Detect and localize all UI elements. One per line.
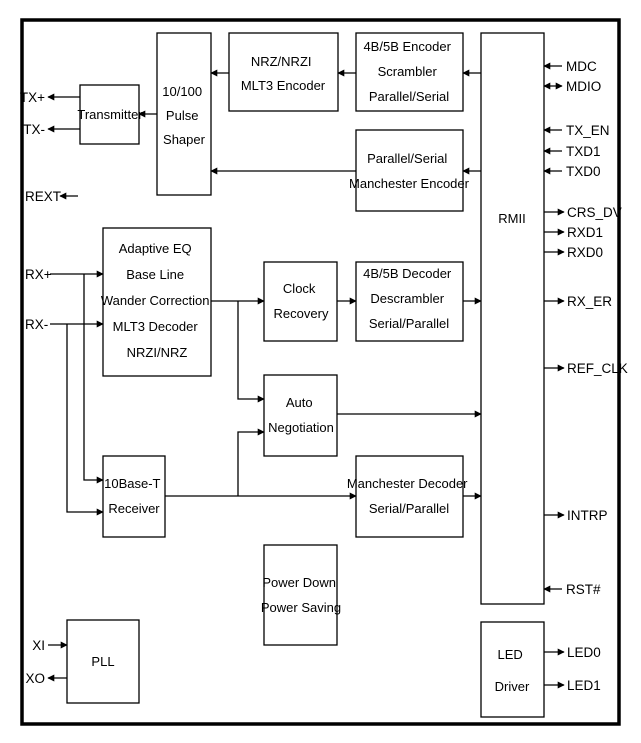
adaptive-eq-block: Adaptive EQ Base Line Wander Correction … (101, 227, 213, 377)
manchester-decoder-line-1: Manchester Decoder (347, 476, 468, 491)
adaptive-eq-line-2: Base Line (126, 267, 184, 282)
wire-eq-to-auto-negotiation (237, 301, 265, 403)
pin-tx-en: TX_EN (566, 123, 610, 138)
pin-intrp: INTRP (567, 508, 608, 523)
svg-text:4B/5B Decoder Descramble: 4B/5B Decoder Descrambler Serial/Paralle… (363, 266, 455, 331)
pll-block: PLL (66, 619, 140, 704)
svg-text:RMII: RMII (498, 211, 525, 226)
decoder-4b5b-line-3: Serial/Parallel (369, 316, 449, 331)
svg-text:PLL: PLL (91, 654, 114, 669)
svg-text:4B/5B Encoder Scrambler: 4B/5B Encoder Scrambler Parallel/Serial (363, 39, 454, 104)
auto-negotiation-block: Auto Negotiation (263, 374, 338, 457)
encoder-4b5b-block: 4B/5B Encoder Scrambler Parallel/Serial (355, 32, 464, 112)
pulse-shaper-block: 10/100 Pulse Shaper (156, 32, 212, 196)
receiver-10baset-line-1: 10Base-T (104, 476, 160, 491)
receiver-10baset-block: 10Base-T Receiver (102, 455, 166, 538)
transmitter-label: Transmitter (77, 107, 143, 122)
nrz-encoder-line-1: NRZ/NRZI (251, 54, 312, 69)
clock-recovery-line-1: Clock (283, 281, 316, 296)
svg-text:Transmitter: Transmitter (77, 107, 143, 122)
pin-ref-clk: REF_CLK (567, 361, 628, 376)
power-down-line-1: Power Down (262, 575, 336, 590)
rmii-block: RMII (480, 32, 545, 605)
svg-text:Clock Recovery: Clock Recovery (274, 281, 329, 321)
svg-text:NRZ/NRZI MLT3 Encoder: NRZ/NRZI MLT3 Encoder (241, 54, 326, 93)
pin-tx-minus: TX- (23, 122, 45, 137)
encoder-4b5b-line-3: Parallel/Serial (369, 89, 449, 104)
svg-text:Manchester Decoder Seria: Manchester Decoder Serial/Parallel (347, 476, 471, 516)
manchester-decoder-line-2: Serial/Parallel (369, 501, 449, 516)
svg-text:Power Down Power Saving: Power Down Power Saving (261, 575, 341, 615)
manchester-encoder-block: Parallel/Serial Manchester Encoder (349, 129, 470, 212)
pin-rx-plus: RX+ (25, 267, 52, 282)
pin-crs-dv: CRS_DV (567, 205, 622, 220)
receiver-10baset-line-2: Receiver (108, 501, 160, 516)
encoder-4b5b-line-2: Scrambler (378, 64, 438, 79)
svg-text:Auto Negotiation: Auto Negotiation (268, 395, 334, 435)
pulse-shaper-line-1: 10/100 (162, 84, 202, 99)
led-driver-line-1: LED (498, 647, 523, 662)
pin-txd1: TXD1 (566, 144, 601, 159)
pin-rx-er: RX_ER (567, 294, 612, 309)
pin-rext: REXT (25, 189, 61, 204)
pin-mdio: MDIO (566, 79, 601, 94)
adaptive-eq-line-5: NRZI/NRZ (127, 345, 188, 360)
adaptive-eq-line-3: Wander Correction (101, 293, 210, 308)
manchester-encoder-line-1: Parallel/Serial (367, 151, 447, 166)
pulse-shaper-line-3: Shaper (163, 132, 206, 147)
decoder-4b5b-block: 4B/5B Decoder Descrambler Serial/Paralle… (355, 261, 464, 342)
pin-xi: XI (32, 638, 45, 653)
power-down-line-2: Power Saving (261, 600, 341, 615)
pin-rx-minus: RX- (25, 317, 48, 332)
power-down-block: Power Down Power Saving (261, 544, 341, 646)
led-driver-block: LED Driver (480, 621, 545, 718)
pin-rst: RST# (566, 582, 601, 597)
pulse-shaper-line-2: Pulse (166, 108, 199, 123)
auto-negotiation-line-2: Negotiation (268, 420, 334, 435)
svg-text:Parallel/Serial Manchest: Parallel/Serial Manchester Encoder (349, 151, 470, 191)
wire-rx-minus-to-10baset (66, 324, 104, 516)
nrz-encoder-line-2: MLT3 Encoder (241, 78, 326, 93)
decoder-4b5b-line-2: Descrambler (370, 291, 444, 306)
pll-label: PLL (91, 654, 114, 669)
wire-rx-plus-to-10baset (83, 274, 104, 484)
pin-led0: LED0 (567, 645, 601, 660)
pin-tx-plus: TX+ (20, 90, 45, 105)
rmii-label: RMII (498, 211, 525, 226)
pin-txd0: TXD0 (566, 164, 601, 179)
outer-frame (20, 18, 621, 726)
svg-text:LED Driver: LED Driver (495, 647, 530, 694)
svg-text:Adaptive EQ Base Line: Adaptive EQ Base Line Wander Correction … (101, 241, 213, 360)
wire-10baset-to-auto-negotiation (237, 428, 265, 496)
auto-negotiation-line-1: Auto (286, 395, 313, 410)
pin-rxd1: RXD1 (567, 225, 603, 240)
clock-recovery-block: Clock Recovery (263, 261, 338, 342)
nrz-encoder-block: NRZ/NRZI MLT3 Encoder (228, 32, 339, 112)
pin-xo: XO (25, 671, 45, 686)
encoder-4b5b-line-1: 4B/5B Encoder (363, 39, 451, 54)
manchester-encoder-line-2: Manchester Encoder (349, 176, 470, 191)
decoder-4b5b-line-1: 4B/5B Decoder (363, 266, 452, 281)
clock-recovery-line-2: Recovery (274, 306, 329, 321)
svg-text:10/100 Pulse Shape: 10/100 Pulse Shaper (162, 84, 205, 147)
signal-wires (47, 62, 565, 689)
pin-led1: LED1 (567, 678, 601, 693)
adaptive-eq-line-1: Adaptive EQ (119, 241, 192, 256)
pin-mdc: MDC (566, 59, 597, 74)
pin-rxd0: RXD0 (567, 245, 603, 260)
led-driver-line-2: Driver (495, 679, 530, 694)
pin-labels: TX+ TX- REXT RX+ RX- XI XO MDC MDIO TX_E… (20, 59, 628, 693)
manchester-decoder-block: Manchester Decoder Serial/Parallel (347, 455, 471, 538)
adaptive-eq-line-4: MLT3 Decoder (113, 319, 199, 334)
svg-text:10Base-T Receiver: 10Base-T Receiver (104, 476, 164, 516)
transmitter-block: Transmitter (77, 84, 143, 145)
